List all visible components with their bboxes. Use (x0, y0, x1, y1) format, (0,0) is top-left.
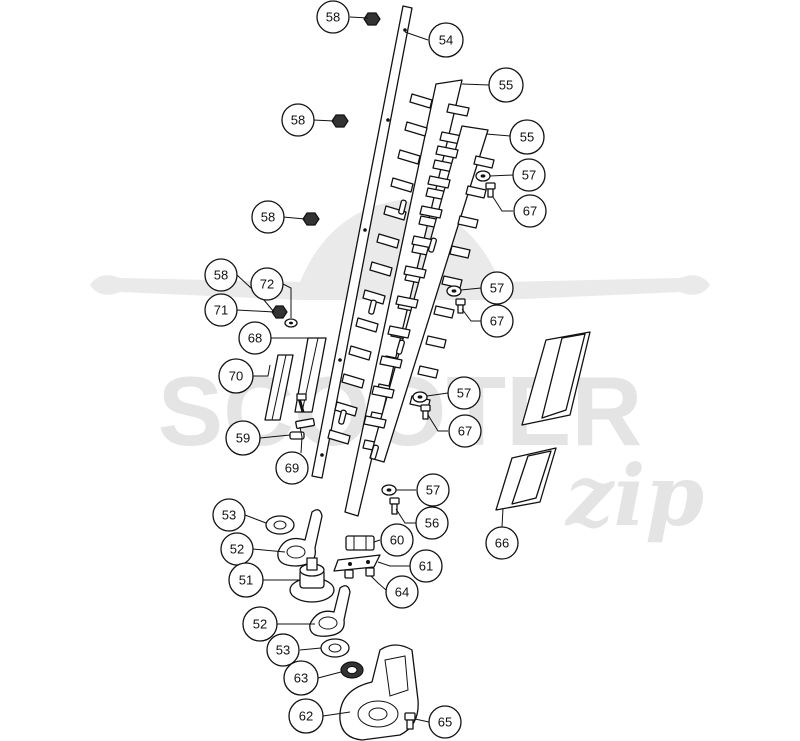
callout-label: 65 (438, 715, 452, 730)
callout-53-upper: 53 (212, 498, 246, 532)
callout-55-lower: 55 (509, 119, 545, 155)
block-69 (295, 417, 316, 429)
screw-64 (344, 567, 375, 579)
callout-label: 68 (248, 331, 262, 346)
callout-label: 55 (499, 78, 513, 93)
callout-52-upper: 52 (220, 532, 254, 566)
callout-label: 57 (457, 386, 471, 401)
callout-62: 62 (288, 698, 324, 734)
callout-label: 51 (239, 573, 253, 588)
callout-label: 58 (291, 113, 305, 128)
callout-label: 57 (426, 483, 440, 498)
washer-72 (284, 318, 298, 328)
callout-label: 53 (276, 643, 290, 658)
screw-56 (389, 497, 400, 515)
callout-label: 61 (419, 559, 433, 574)
callout-label: 58 (326, 10, 340, 25)
callout-57-b: 57 (480, 271, 514, 305)
callout-label: 72 (260, 277, 274, 292)
washer-57-d (381, 484, 397, 496)
washer-57-a (475, 170, 491, 182)
callout-54: 54 (428, 22, 464, 58)
callout-67-a: 67 (513, 194, 547, 228)
callout-53-lower: 53 (266, 633, 300, 667)
callout-58-lower: 58 (204, 258, 238, 292)
screw-67-b (455, 298, 466, 314)
nut-58-lower (271, 305, 288, 319)
gear-51 (289, 557, 335, 603)
washer-57-c (412, 391, 428, 403)
callout-label: 57 (522, 168, 536, 183)
callout-label: 59 (236, 431, 250, 446)
screw-67-a (485, 182, 496, 198)
callout-label: 57 (490, 281, 504, 296)
washer-57-b (446, 285, 462, 297)
leader-lines (236, 16, 514, 723)
crank-52-upper (277, 509, 323, 567)
callout-51: 51 (228, 562, 264, 598)
callout-52-lower: 52 (242, 606, 278, 642)
callout-label: 67 (490, 314, 504, 329)
callout-label: 63 (294, 671, 308, 686)
callout-label: 71 (214, 303, 228, 318)
callout-label: 52 (230, 542, 244, 557)
nut-58-top (363, 12, 381, 26)
callout-67-b: 67 (480, 304, 514, 338)
callout-label: 53 (222, 508, 236, 523)
callout-59: 59 (225, 420, 261, 456)
screw-65 (404, 712, 416, 730)
link-60 (345, 535, 375, 551)
callout-label: 66 (495, 536, 509, 551)
callout-64: 64 (385, 575, 419, 609)
nut-58-upper (331, 114, 349, 128)
callout-71: 71 (204, 293, 238, 327)
callout-65: 65 (428, 705, 462, 739)
blade-55-lower (363, 125, 495, 463)
screw-67-c (420, 404, 431, 420)
callout-63: 63 (283, 660, 319, 696)
cutter-bar-54 (311, 5, 413, 479)
plate-61 (333, 554, 381, 572)
callout-label: 55 (520, 130, 534, 145)
bracket-70 (264, 354, 294, 421)
callout-label: 64 (395, 585, 409, 600)
callout-55-upper: 55 (488, 67, 524, 103)
callout-label: 54 (439, 33, 453, 48)
callout-57-c: 57 (447, 376, 481, 410)
callout-label: 58 (261, 210, 275, 225)
callout-56: 56 (415, 506, 449, 540)
callout-70: 70 (218, 358, 254, 394)
callout-label: 69 (285, 461, 299, 476)
callout-label: 70 (229, 369, 243, 384)
callout-58-upper: 58 (281, 103, 315, 137)
callout-67-c: 67 (448, 414, 482, 448)
callout-label: 56 (425, 516, 439, 531)
washer-53-upper (265, 515, 295, 535)
gear-housing-62 (339, 644, 419, 741)
blade-cover-66 (495, 331, 591, 511)
crank-52-lower (309, 585, 351, 637)
callout-label: 60 (390, 533, 404, 548)
callout-72: 72 (250, 267, 284, 301)
callout-68: 68 (238, 321, 272, 355)
callout-label: 67 (523, 204, 537, 219)
callout-61: 61 (409, 549, 443, 583)
callout-label: 52 (253, 617, 267, 632)
callout-label: 62 (299, 709, 313, 724)
callout-66: 66 (485, 526, 519, 560)
callout-label: 67 (458, 424, 472, 439)
callout-57-a: 57 (512, 158, 546, 192)
washer-53-lower (320, 638, 350, 658)
callout-58-middle: 58 (251, 200, 285, 234)
callout-label: 58 (214, 268, 228, 283)
callout-69: 69 (275, 451, 309, 485)
callout-60: 60 (380, 523, 414, 557)
nut-58-middle (302, 212, 320, 226)
bearing-63 (340, 661, 364, 679)
watermark-suffix: zip (564, 446, 704, 545)
callout-57-d: 57 (416, 473, 450, 507)
callout-58-top: 58 (316, 0, 350, 34)
